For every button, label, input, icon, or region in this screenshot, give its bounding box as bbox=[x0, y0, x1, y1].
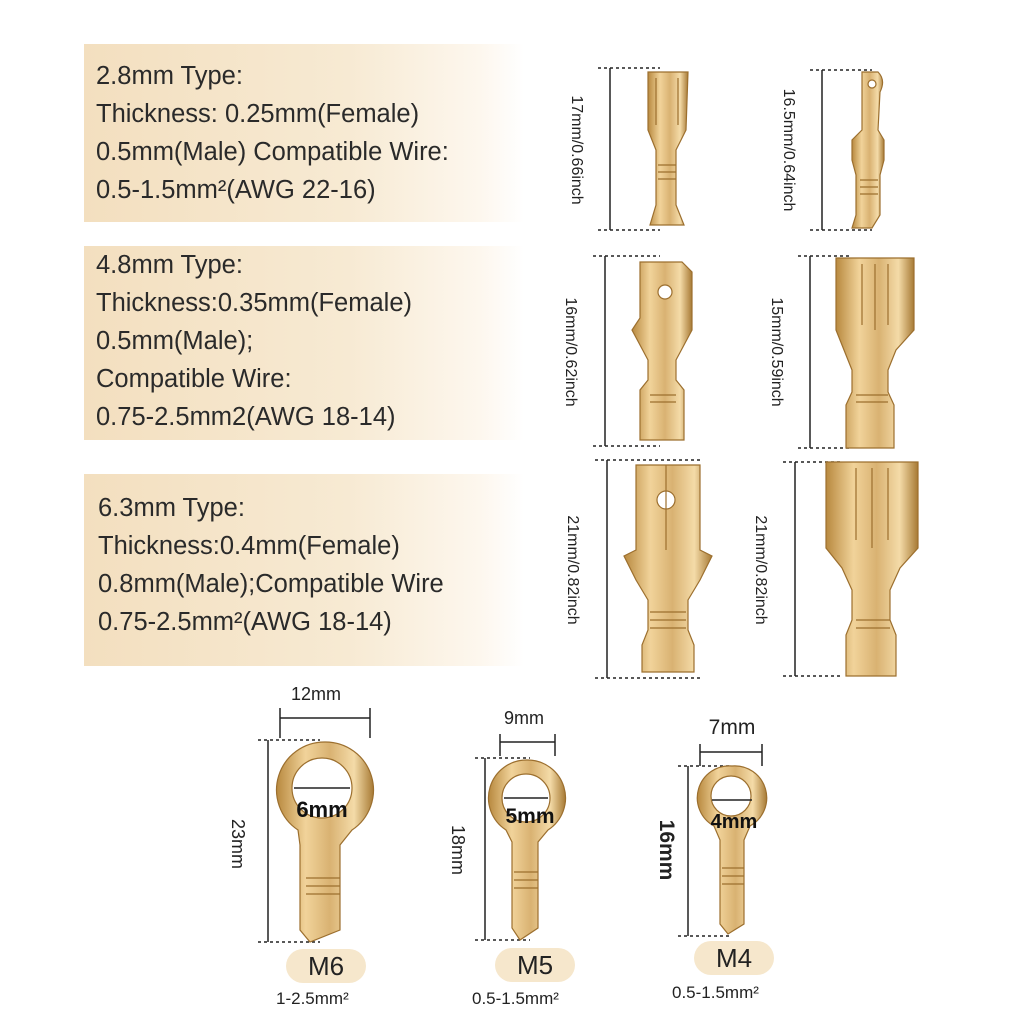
ring-model-label: M6 bbox=[286, 949, 366, 983]
spec-line: 0.5mm(Male) Compatible Wire: bbox=[96, 138, 449, 166]
ring-hole-label: 6mm bbox=[296, 797, 347, 822]
ring-width-label: 7mm bbox=[709, 716, 756, 739]
ring-model-label: M4 bbox=[694, 941, 774, 975]
spec-title: 4.8mm Type: bbox=[96, 251, 243, 279]
dim-label: 16mm/0.62inch bbox=[562, 297, 579, 406]
ring-hole-label: 5mm bbox=[505, 805, 554, 828]
male-terminal-2-8mm bbox=[851, 71, 885, 229]
ring-length-label: 23mm bbox=[228, 819, 248, 869]
ring-wire-label: 0.5-1.5mm² bbox=[672, 983, 759, 1002]
dim-label: 21mm/0.82inch bbox=[752, 515, 769, 624]
dimension-line bbox=[595, 459, 700, 679]
male-terminal-4-8mm bbox=[631, 261, 693, 441]
female-terminal-4-8mm bbox=[835, 257, 915, 449]
dimension-line bbox=[475, 734, 556, 941]
ring-wire-label: 1-2.5mm² bbox=[276, 989, 349, 1008]
spec-line: Thickness:0.4mm(Female) bbox=[98, 532, 400, 560]
ring-width-label: 9mm bbox=[504, 708, 544, 728]
male-terminal-6-3mm bbox=[623, 464, 713, 673]
ring-length-label: 18mm bbox=[448, 825, 468, 875]
ring-length-label: 16mm bbox=[655, 820, 678, 881]
female-terminal-2-8mm bbox=[647, 71, 689, 226]
dimension-line bbox=[598, 67, 660, 231]
spec-line: 0.5mm(Male); bbox=[96, 327, 254, 355]
dimension-line bbox=[678, 744, 763, 937]
dim-label: 15mm/0.59inch bbox=[768, 297, 785, 406]
spec-line: 0.5-1.5mm²(AWG 22-16) bbox=[96, 176, 376, 204]
dimension-line bbox=[798, 255, 850, 449]
ring-model-label: M5 bbox=[495, 948, 575, 982]
ring-wire-label: 0.5-1.5mm² bbox=[472, 989, 559, 1008]
dim-label: 16.5mm/0.64inch bbox=[780, 89, 797, 212]
spec-line: Thickness:0.35mm(Female) bbox=[96, 289, 412, 317]
spec-box-6-3mm: 6.3mm Type: Thickness:0.4mm(Female) 0.8m… bbox=[84, 474, 524, 666]
spec-line: Thickness: 0.25mm(Female) bbox=[96, 100, 420, 128]
spec-title: 2.8mm Type: bbox=[96, 62, 243, 90]
spec-line: 0.75-2.5mm2(AWG 18-14) bbox=[96, 403, 396, 431]
dimension-line bbox=[593, 255, 660, 447]
spec-line: 0.8mm(Male);Compatible Wire bbox=[98, 570, 444, 598]
spec-title: 6.3mm Type: bbox=[98, 494, 245, 522]
ring-terminal-m6 bbox=[275, 741, 375, 943]
ring-hole-label: 4mm bbox=[711, 811, 758, 833]
dim-label: 21mm/0.82inch bbox=[564, 515, 581, 624]
female-terminal-6-3mm bbox=[825, 461, 919, 677]
spec-box-2-8mm: 2.8mm Type: Thickness: 0.25mm(Female) 0.… bbox=[84, 44, 524, 222]
dimension-line bbox=[258, 708, 371, 943]
spec-box-4-8mm: 4.8mm Type: Thickness:0.35mm(Female) 0.5… bbox=[84, 246, 524, 440]
dim-label: 17mm/0.66inch bbox=[568, 95, 585, 204]
ring-width-label: 12mm bbox=[291, 684, 341, 704]
spec-line: Compatible Wire: bbox=[96, 365, 292, 393]
spec-line: 0.75-2.5mm²(AWG 18-14) bbox=[98, 608, 392, 636]
dimension-line bbox=[783, 461, 840, 677]
dimension-line bbox=[810, 69, 872, 231]
ring-terminal-m5 bbox=[487, 759, 567, 941]
ring-terminal-m4 bbox=[696, 765, 768, 935]
